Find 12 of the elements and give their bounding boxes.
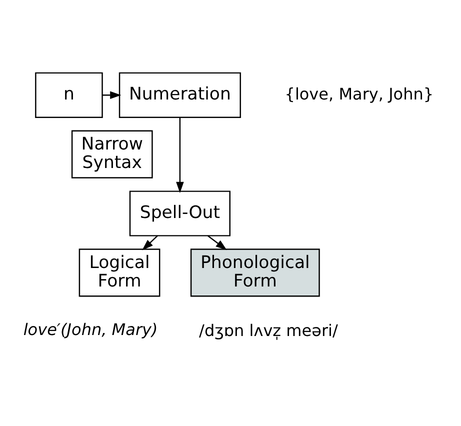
arrow (176, 117, 184, 193)
node-label: /dʒɒn lʌvz̩ meəri/ (199, 320, 338, 340)
node-box: Phonological Form (190, 248, 320, 296)
node-label: love′(John, Mary) (23, 319, 158, 338)
node-label: {love, Mary, John} (284, 84, 434, 103)
node-box: n (35, 72, 103, 118)
node-box: Spell-Out (129, 190, 230, 236)
arrow (208, 234, 227, 250)
node-box: Logical Form (78, 248, 160, 296)
node-box: Narrow Syntax (71, 130, 153, 178)
arrow (142, 234, 158, 250)
node-box: Numeration (118, 72, 241, 118)
